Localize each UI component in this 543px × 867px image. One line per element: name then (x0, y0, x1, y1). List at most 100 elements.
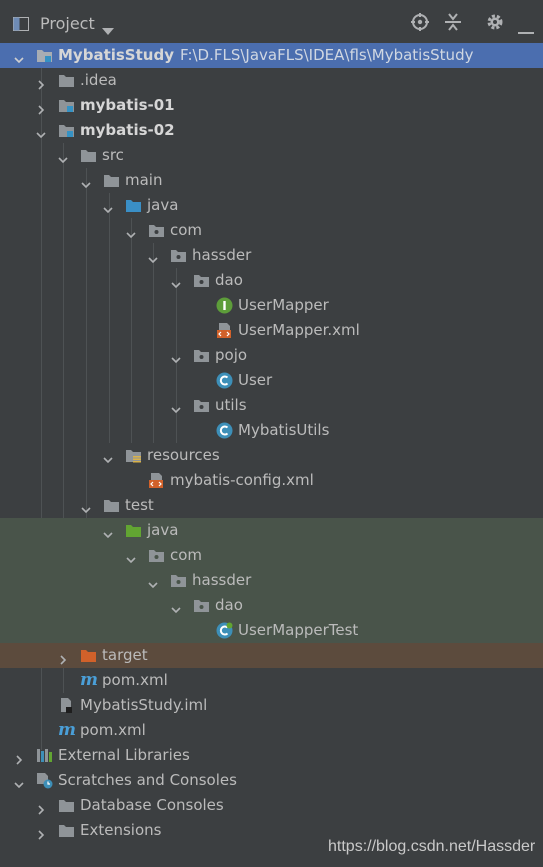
tree-row[interactable]: User (0, 368, 543, 393)
test-class-icon (216, 622, 233, 639)
chevron-down-icon[interactable] (148, 576, 158, 589)
tree-row[interactable]: mybatis-config.xml (0, 468, 543, 493)
project-path: F:\D.FLS\JavaFLS\IDEA\fls\MybatisStudy (179, 46, 474, 64)
chevron-down-icon[interactable] (171, 601, 181, 614)
folder-icon (80, 147, 97, 164)
tree-row[interactable]: com (0, 543, 543, 568)
tree-row[interactable]: src (0, 143, 543, 168)
tree-row[interactable]: hassder (0, 243, 543, 268)
maven-file-icon: m (80, 670, 98, 690)
excluded-folder-icon (80, 647, 97, 664)
chevron-down-icon[interactable] (14, 51, 24, 64)
tree-label: utils (215, 396, 247, 414)
class-icon (216, 372, 233, 389)
tree-row[interactable]: test (0, 493, 543, 518)
project-view-title[interactable]: Project (40, 14, 95, 33)
tree-label: com (170, 546, 203, 564)
indent-guide (131, 218, 132, 443)
test-source-folder-icon (125, 522, 142, 539)
tree-label: .idea (80, 71, 117, 89)
chevron-right-icon[interactable] (14, 751, 24, 765)
tree-row[interactable]: UserMapperTest (0, 618, 543, 643)
tree-label: main (125, 171, 163, 189)
locate-icon[interactable] (411, 13, 429, 35)
minimize-icon[interactable] (518, 21, 534, 39)
tree-row[interactable]: MybatisStudy.iml (0, 693, 543, 718)
tree-row[interactable]: mybatis-01 (0, 93, 543, 118)
tree-row[interactable]: .idea (0, 68, 543, 93)
chevron-down-icon[interactable] (14, 776, 24, 789)
chevron-down-icon[interactable] (81, 501, 91, 514)
chevron-down-icon[interactable] (58, 151, 68, 164)
xml-file-icon (148, 472, 165, 489)
tree-label: UserMapper.xml (238, 321, 360, 339)
gear-icon[interactable] (486, 13, 504, 35)
resources-folder-icon (125, 447, 142, 464)
maven-file-icon: m (58, 720, 76, 740)
chevron-down-icon[interactable] (171, 401, 181, 414)
tree-row[interactable]: com (0, 218, 543, 243)
tree-row[interactable]: utils (0, 393, 543, 418)
indent-guide (109, 193, 110, 443)
tree-row[interactable]: main (0, 168, 543, 193)
tree-label: java (147, 521, 179, 539)
tree-row[interactable]: pojo (0, 343, 543, 368)
chevron-right-icon[interactable] (36, 76, 46, 90)
watermark-text: https://blog.csdn.net/Hassder (328, 838, 536, 855)
tree-label: UserMapper (238, 296, 329, 314)
module-folder-icon (36, 47, 53, 64)
project-window-icon (13, 17, 29, 35)
tree-row[interactable]: Scratches and Consoles (0, 768, 543, 793)
chevron-down-icon[interactable] (126, 551, 136, 564)
chevron-right-icon[interactable] (58, 651, 68, 665)
project-toolbar: Project (0, 0, 543, 44)
tree-label: mybatis-02 (80, 121, 175, 139)
tree-label: Scratches and Consoles (58, 771, 237, 789)
tree-row[interactable]: Extensions (0, 818, 543, 843)
chevron-down-icon[interactable] (126, 226, 136, 239)
chevron-down-icon[interactable] (81, 176, 91, 189)
tree-row[interactable]: External Libraries (0, 743, 543, 768)
tree-row[interactable]: m pom.xml (0, 718, 543, 743)
chevron-down-icon[interactable] (171, 351, 181, 364)
tree-label: dao (215, 271, 243, 289)
package-icon (193, 597, 210, 614)
tree-row[interactable]: Database Consoles (0, 793, 543, 818)
chevron-down-icon[interactable] (148, 251, 158, 264)
tree-row[interactable]: mybatis-02 (0, 118, 543, 143)
iml-file-icon (58, 697, 75, 714)
chevron-down-icon[interactable] (103, 451, 113, 464)
package-icon (170, 247, 187, 264)
chevron-down-icon[interactable] (36, 126, 46, 139)
tree-label: MybatisStudy.iml (80, 696, 208, 714)
tree-row[interactable]: UserMapper.xml (0, 318, 543, 343)
chevron-down-icon[interactable] (103, 526, 113, 539)
tree-label: pom.xml (102, 671, 168, 689)
tree-row[interactable]: java (0, 518, 543, 543)
package-icon (148, 222, 165, 239)
tree-row[interactable]: dao (0, 268, 543, 293)
chevron-right-icon[interactable] (36, 826, 46, 840)
folder-icon (58, 72, 75, 89)
tree-row[interactable]: MybatisUtils (0, 418, 543, 443)
tree-row[interactable]: target (0, 643, 543, 668)
xml-file-icon (216, 322, 233, 339)
collapse-all-icon[interactable] (445, 13, 461, 35)
chevron-right-icon[interactable] (36, 101, 46, 115)
tree-row[interactable]: java (0, 193, 543, 218)
chevron-down-icon[interactable] (103, 201, 113, 214)
tree-label: User (238, 371, 273, 389)
tree-label: pojo (215, 346, 248, 364)
tree-row[interactable]: resources (0, 443, 543, 468)
chevron-down-icon[interactable] (171, 276, 181, 289)
chevron-right-icon[interactable] (36, 801, 46, 815)
tree-row[interactable]: dao (0, 593, 543, 618)
tree-row[interactable]: UserMapper (0, 293, 543, 318)
tree-label: pom.xml (80, 721, 146, 739)
tree-row[interactable]: m pom.xml (0, 668, 543, 693)
tree-row[interactable]: hassder (0, 568, 543, 593)
chevron-down-icon[interactable] (102, 21, 114, 39)
folder-icon (58, 797, 75, 814)
tree-label: External Libraries (58, 746, 190, 764)
